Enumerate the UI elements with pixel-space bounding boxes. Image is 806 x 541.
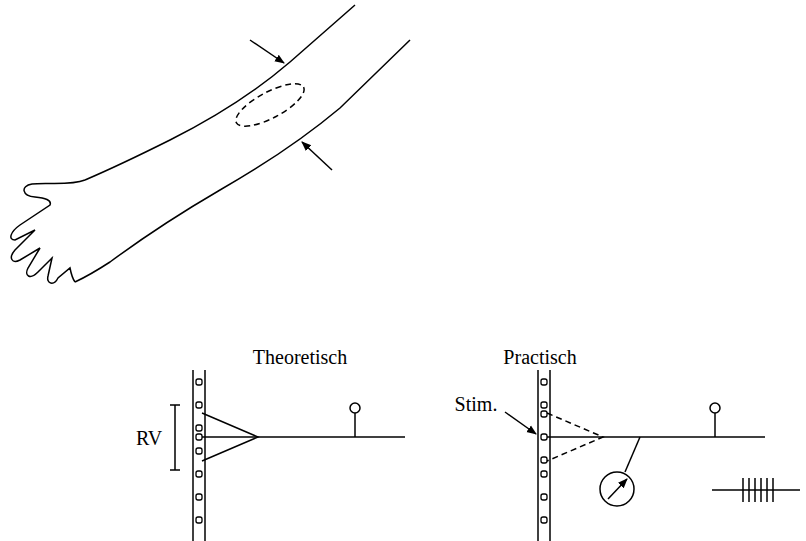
arm-lower-edge	[75, 40, 410, 282]
skin-line	[204, 370, 206, 541]
rv-bracket	[170, 405, 180, 470]
arm-upper-edge	[85, 5, 355, 180]
meter	[600, 472, 634, 506]
spike	[766, 478, 768, 502]
diagram-heading: Practisch	[503, 347, 576, 367]
node-stem	[714, 413, 716, 437]
axon	[202, 436, 405, 438]
pressure-arrow	[250, 40, 284, 63]
cell-body	[350, 403, 360, 413]
receptive-field-label: RV	[136, 428, 162, 448]
stimulus-arrow	[505, 412, 536, 434]
pressure-arrow	[302, 142, 332, 170]
axon	[547, 436, 765, 438]
receptor-row	[541, 379, 547, 523]
diagram-heading: Theoretisch	[253, 347, 347, 367]
spike	[748, 478, 750, 502]
spike-train-baseline	[712, 489, 800, 491]
skin-line	[192, 370, 194, 541]
receptive-field-area	[230, 76, 309, 135]
stimulus-label: Stim.	[455, 394, 498, 414]
spike-train	[743, 478, 773, 502]
cell-body	[710, 403, 720, 413]
spike	[760, 478, 762, 502]
hand	[11, 180, 85, 283]
skin-line	[549, 370, 551, 541]
spike	[772, 478, 774, 502]
meter-needle	[608, 479, 627, 499]
spike	[754, 478, 756, 502]
node-stem	[354, 413, 356, 437]
electrode-lead	[625, 437, 640, 472]
skin-line	[537, 370, 539, 541]
spike	[742, 478, 744, 502]
receptor-row	[196, 379, 202, 523]
